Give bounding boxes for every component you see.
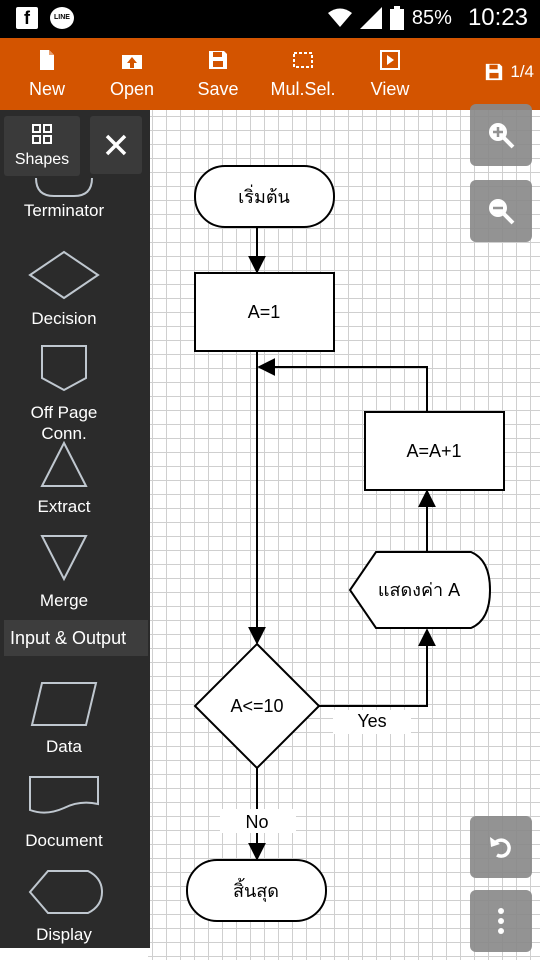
toolbar: New Open Save Mul.Sel. View 1/4 <box>0 38 540 110</box>
shapes-panel: Shapes Terminator Decision Off Page Conn… <box>0 110 150 948</box>
close-icon <box>105 134 127 156</box>
shape-item-document[interactable]: Document <box>0 774 128 851</box>
zoom-out-button[interactable] <box>470 180 532 242</box>
shape-item-merge[interactable]: Merge <box>0 534 128 611</box>
close-panel-button[interactable] <box>90 116 142 174</box>
page-indicator[interactable]: 1/4 <box>484 62 534 82</box>
zoom-in-icon <box>489 123 515 149</box>
status-bar: f LINE 85% 10:23 <box>0 0 540 38</box>
shape-item-display[interactable]: Display <box>0 868 128 945</box>
open-button[interactable]: Open <box>104 38 160 110</box>
merge-shape-icon <box>40 535 88 582</box>
floppy-disk-icon <box>209 50 227 69</box>
shape-label: Off Page Conn. <box>30 403 98 443</box>
battery-icon <box>389 6 404 30</box>
new-label: New <box>28 78 65 99</box>
upload-icon <box>122 54 142 69</box>
clock: 10:23 <box>467 4 528 31</box>
save-button[interactable]: Save <box>190 38 246 110</box>
more-options-button[interactable] <box>470 890 532 952</box>
shape-label: Terminator <box>23 201 105 220</box>
multi-select-button[interactable]: Mul.Sel. <box>268 38 338 110</box>
play-box-icon <box>380 49 400 70</box>
shape-item-terminator[interactable]: Terminator <box>0 176 128 221</box>
offpage-shape-icon <box>41 345 87 392</box>
extract-shape-icon <box>40 440 88 487</box>
display-shape-icon <box>28 870 104 914</box>
view-button[interactable]: View <box>362 38 418 110</box>
more-vert-icon <box>498 908 504 934</box>
shape-label: Data <box>46 737 82 756</box>
grid-icon <box>32 124 52 144</box>
signal-icon <box>359 7 382 29</box>
shape-item-extract[interactable]: Extract <box>0 440 128 517</box>
shape-item-decision[interactable]: Decision <box>0 250 128 329</box>
display-shape[interactable] <box>348 551 492 629</box>
zoom-out-icon <box>489 199 515 225</box>
increment-process[interactable] <box>364 411 505 491</box>
section-input-output[interactable]: Input & Output <box>4 620 148 656</box>
decision-shape-icon <box>28 250 100 300</box>
end-terminator[interactable] <box>186 859 327 922</box>
shape-label: Document <box>25 831 103 850</box>
battery-percent: 85% <box>411 6 452 29</box>
shape-label: Display <box>36 925 92 944</box>
assign-process[interactable] <box>194 272 335 352</box>
shapes-button[interactable]: Shapes <box>4 116 80 176</box>
shapes-label: Shapes <box>14 151 70 168</box>
save-page-icon <box>486 63 503 81</box>
facebook-icon: f <box>16 7 38 29</box>
shape-item-offpage[interactable]: Off Page Conn. <box>0 344 128 444</box>
line-app-icon: LINE <box>50 7 74 29</box>
condition-decision[interactable] <box>193 642 321 770</box>
shape-label: Decision <box>31 309 97 328</box>
terminator-shape-icon <box>35 177 93 197</box>
wifi-icon <box>327 8 352 27</box>
undo-icon <box>490 837 511 858</box>
shape-item-data[interactable]: Data <box>0 680 128 757</box>
save-label: Save <box>197 78 239 99</box>
page-number: 1/4 <box>510 62 534 81</box>
shape-label: Extract <box>37 497 91 516</box>
start-terminator[interactable] <box>194 165 335 228</box>
open-label: Open <box>109 78 155 99</box>
mulsel-label: Mul.Sel. <box>270 78 336 99</box>
dashed-selection-icon <box>293 51 313 68</box>
undo-button[interactable] <box>470 816 532 878</box>
zoom-in-button[interactable] <box>470 104 532 166</box>
document-shape-icon <box>29 776 99 814</box>
shape-label: Merge <box>39 591 89 610</box>
new-file-icon <box>40 49 54 70</box>
data-shape-icon <box>30 682 98 726</box>
new-button[interactable]: New <box>20 38 74 110</box>
view-label: View <box>370 78 410 99</box>
